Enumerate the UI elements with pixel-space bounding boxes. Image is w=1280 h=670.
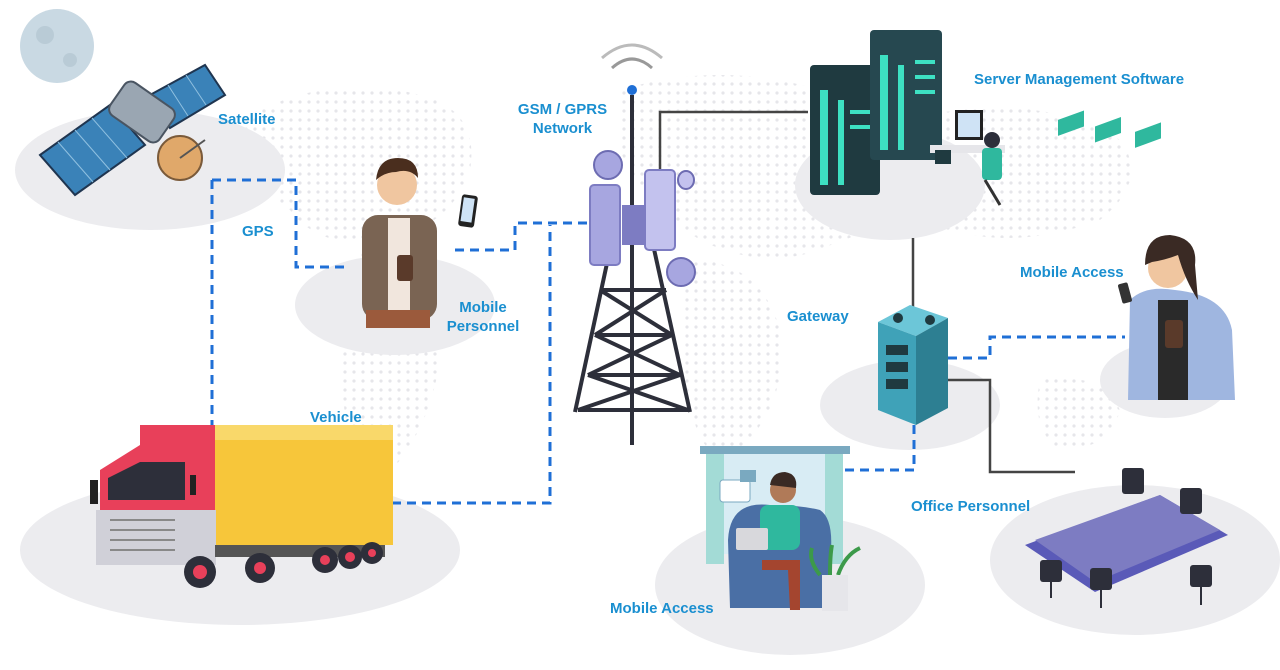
label-office-personnel: Office Personnel (911, 498, 1031, 515)
gateway-icon (878, 305, 948, 425)
label-mobile-personnel-line1: Mobile (459, 299, 507, 316)
label-satellite: Satellite (218, 111, 276, 128)
label-mobile-access-bottom: Mobile Access (610, 600, 714, 617)
link-gateway-mobile-access (948, 335, 1125, 360)
label-mobile-personnel-line2: Personnel (446, 318, 520, 335)
office-personnel-workspace-icon (1025, 110, 1228, 608)
vehicle-truck-icon (90, 425, 393, 588)
label-gsm-gprs-network: GSM / GPRS Network (505, 100, 620, 138)
label-mobile-personnel: Mobile Personnel (438, 298, 528, 336)
server-icon (810, 30, 1005, 206)
label-gps: GPS (242, 223, 274, 240)
satellite-icon (38, 63, 227, 197)
label-vehicle: Vehicle (310, 409, 362, 426)
wireless-links (210, 178, 1125, 505)
link-vehicle-tower (392, 225, 552, 505)
label-gateway: Gateway (787, 308, 849, 325)
link-satellite-gps-personnel (212, 178, 350, 269)
home-mobile-access-figure (700, 446, 861, 611)
mobile-personnel-figure (362, 158, 478, 328)
link-gateway-office (948, 378, 1075, 474)
label-network-line2: Network (532, 120, 593, 137)
mobile-access-woman-figure (1118, 235, 1235, 400)
label-network-line1: GSM / GPRS (517, 101, 608, 118)
link-gateway-home-access (845, 425, 916, 472)
label-server-management-software: Server Management Software (974, 71, 1185, 88)
link-personnel-tower (455, 221, 590, 252)
moon-icon (20, 9, 94, 83)
gsm-tower-icon (573, 43, 696, 445)
label-mobile-access-right: Mobile Access (1020, 264, 1124, 281)
